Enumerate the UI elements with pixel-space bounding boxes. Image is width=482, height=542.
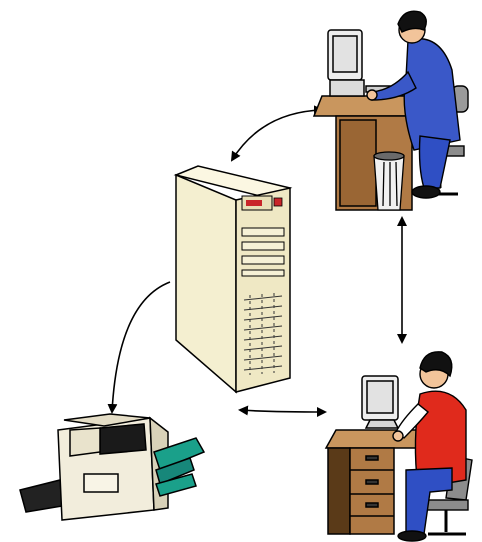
- laser-printer: [20, 414, 204, 520]
- workstation-bottom: [326, 352, 472, 541]
- monitor-bottom: [362, 376, 398, 428]
- desk-top: [314, 96, 420, 210]
- monitor-top: [328, 30, 390, 96]
- link-server-printer: [112, 282, 170, 412]
- server-tower: [176, 166, 290, 392]
- link-server-workstation-top: [232, 110, 322, 160]
- wastebasket: [374, 152, 404, 210]
- link-server-workstation-bottom: [240, 410, 325, 412]
- workstation-top: [314, 11, 468, 210]
